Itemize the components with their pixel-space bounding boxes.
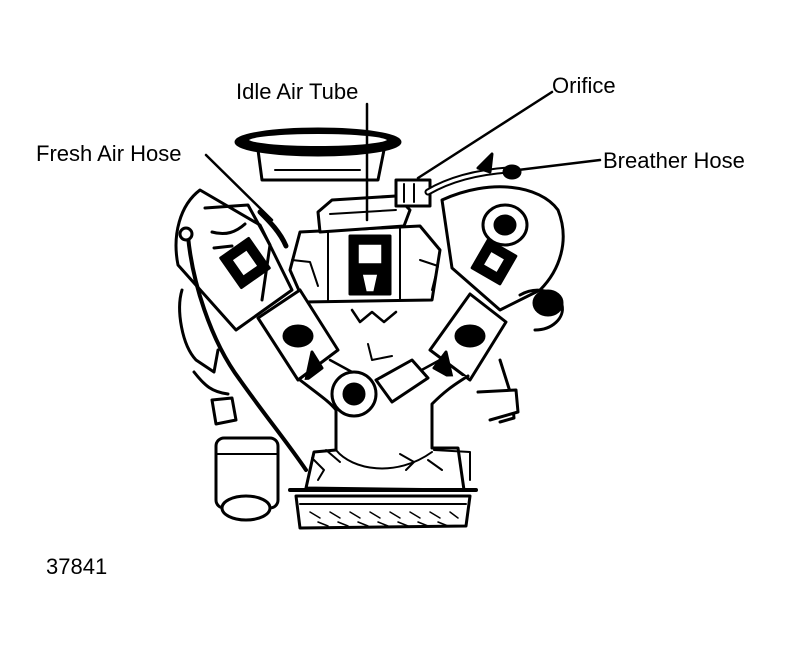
figure-number: 37841 xyxy=(46,554,108,579)
fresh-air-hose xyxy=(178,209,308,472)
intake-manifold xyxy=(288,178,442,304)
callout-leader-lines xyxy=(204,90,602,222)
fresh-air-hose-label: Fresh Air Hose xyxy=(36,141,182,166)
idle-air-tube-label: Idle Air Tube xyxy=(236,79,359,104)
air-cleaner xyxy=(234,127,402,182)
breather-hose-label: Breather Hose xyxy=(603,148,745,173)
oil-pan xyxy=(288,488,478,530)
orifice-label: Orifice xyxy=(552,73,616,98)
pistons xyxy=(256,288,508,382)
right-accessory xyxy=(433,388,520,481)
engine-block xyxy=(298,358,470,492)
left-cylinder-bank xyxy=(174,188,294,396)
right-cylinder-bank xyxy=(440,185,565,424)
breather-hose xyxy=(424,152,522,196)
starter-motor xyxy=(210,396,280,522)
